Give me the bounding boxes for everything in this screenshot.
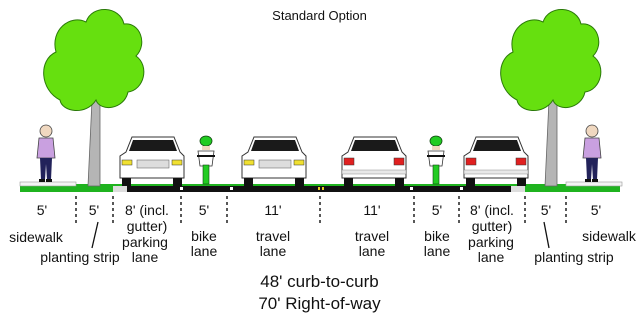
dim-bike-right: 5'	[431, 202, 443, 218]
dim-sidewalk-left: 5'	[36, 202, 48, 218]
label-sidewalk-left: sidewalk	[9, 229, 63, 245]
diagram-title: Standard Option	[272, 8, 367, 23]
label-planting-right: planting strip	[534, 249, 614, 265]
sidewalk-right-surface	[565, 181, 623, 187]
label-planting-left: planting strip	[40, 249, 120, 265]
label-sidewalk-right: sidewalk	[582, 228, 636, 244]
tree-icon	[500, 9, 602, 187]
lane-mark	[230, 187, 233, 190]
label-travel-right: travel lane	[354, 228, 390, 259]
label-bike-left: bike lane	[190, 228, 218, 259]
dim-parking-right: 8' (incl. gutter)	[470, 202, 514, 234]
car-front-icon	[119, 136, 185, 186]
lane-dividers	[75, 196, 567, 226]
dim-bike-left: 5'	[198, 202, 210, 218]
label-parking-left: parking lane	[122, 234, 168, 265]
sidewalk-left-surface	[19, 181, 77, 187]
dim-travel-right: 11'	[363, 202, 381, 218]
car-front-icon	[241, 136, 307, 186]
dim-travel-left: 11'	[264, 202, 282, 218]
lane-mark	[460, 187, 463, 190]
curb-to-curb-label: 48' curb-to-curb	[260, 272, 379, 291]
pedestrian-icon	[36, 124, 56, 182]
label-parking-right: parking lane	[468, 234, 514, 265]
lane-mark	[180, 187, 183, 190]
dim-planting-left: 5'	[88, 202, 100, 218]
tree-icon	[43, 9, 145, 187]
lane-mark	[410, 187, 413, 190]
cyclist-icon	[197, 135, 215, 185]
gutter-right	[511, 186, 525, 192]
label-bike-right: bike lane	[423, 228, 451, 259]
car-rear-icon	[341, 136, 407, 186]
centerline	[318, 187, 320, 190]
planting-leader-left	[91, 221, 99, 249]
pedestrian-icon	[582, 124, 602, 182]
right-of-way-label: 70' Right-of-way	[258, 294, 381, 313]
car-rear-icon	[463, 136, 529, 186]
centerline	[322, 187, 324, 190]
cyclist-icon	[427, 135, 445, 185]
label-travel-left: travel lane	[255, 228, 291, 259]
planting-leader-right	[543, 221, 550, 249]
dim-sidewalk-right: 5'	[590, 202, 602, 218]
dim-planting-right: 5'	[540, 202, 552, 218]
dim-parking-left: 8' (incl. gutter)	[125, 202, 169, 234]
gutter-left	[113, 186, 127, 192]
